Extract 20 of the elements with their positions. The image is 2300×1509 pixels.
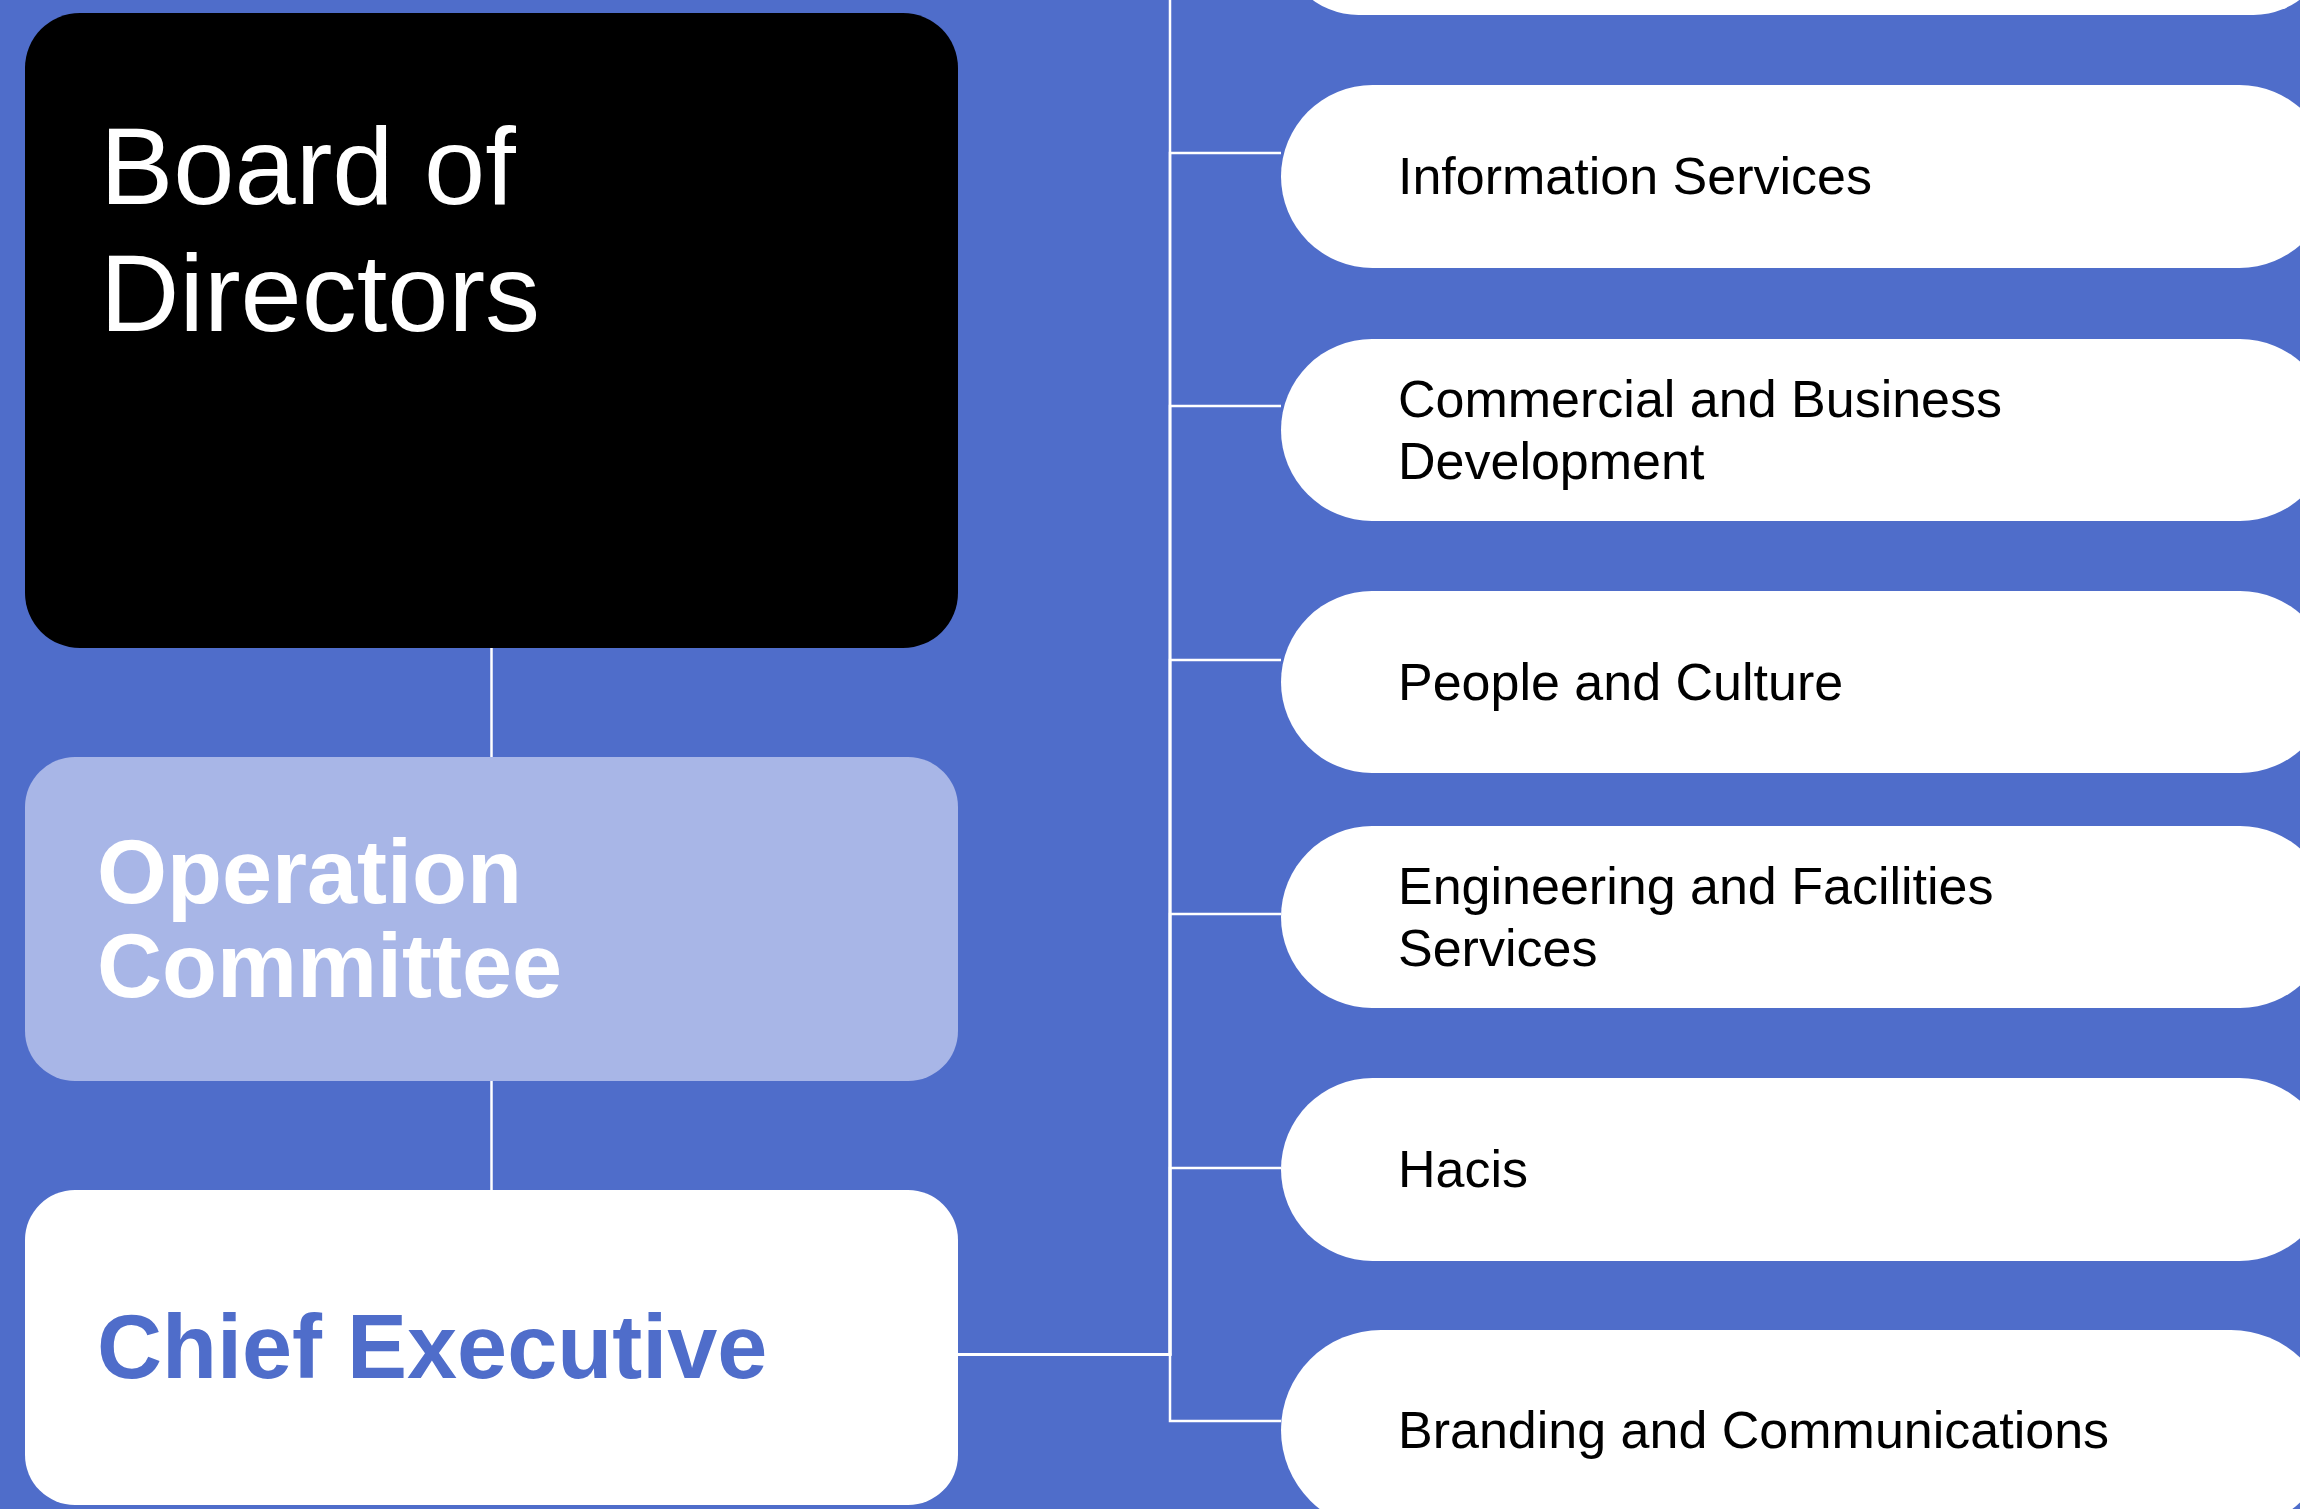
department-pill <box>1281 1330 2300 1509</box>
node-label: Engineering and Facilities Services <box>1398 855 1995 979</box>
executive-box <box>25 1190 958 1505</box>
department-pill <box>1281 826 2300 1008</box>
node-label: Information Services <box>1398 146 1872 208</box>
connector-line <box>490 648 493 757</box>
node-label: Chief Executive <box>97 1298 768 1397</box>
department-pill <box>1281 339 2300 521</box>
department-pill <box>1281 85 2300 268</box>
node-label: Hacis <box>1398 1139 1529 1201</box>
node-label: Commercial and Business Development <box>1398 368 2004 492</box>
department-pill <box>1281 1078 2300 1261</box>
connector-line <box>490 1081 493 1190</box>
department-pill <box>1281 591 2300 773</box>
node-label: Branding and Communications <box>1398 1399 2110 1461</box>
board-box <box>25 13 958 648</box>
node-label: Operation Committee <box>97 824 564 1014</box>
node-label: People and Culture <box>1398 651 1844 713</box>
committee-box <box>25 757 958 1081</box>
node-label: Board of Directors <box>100 103 542 356</box>
